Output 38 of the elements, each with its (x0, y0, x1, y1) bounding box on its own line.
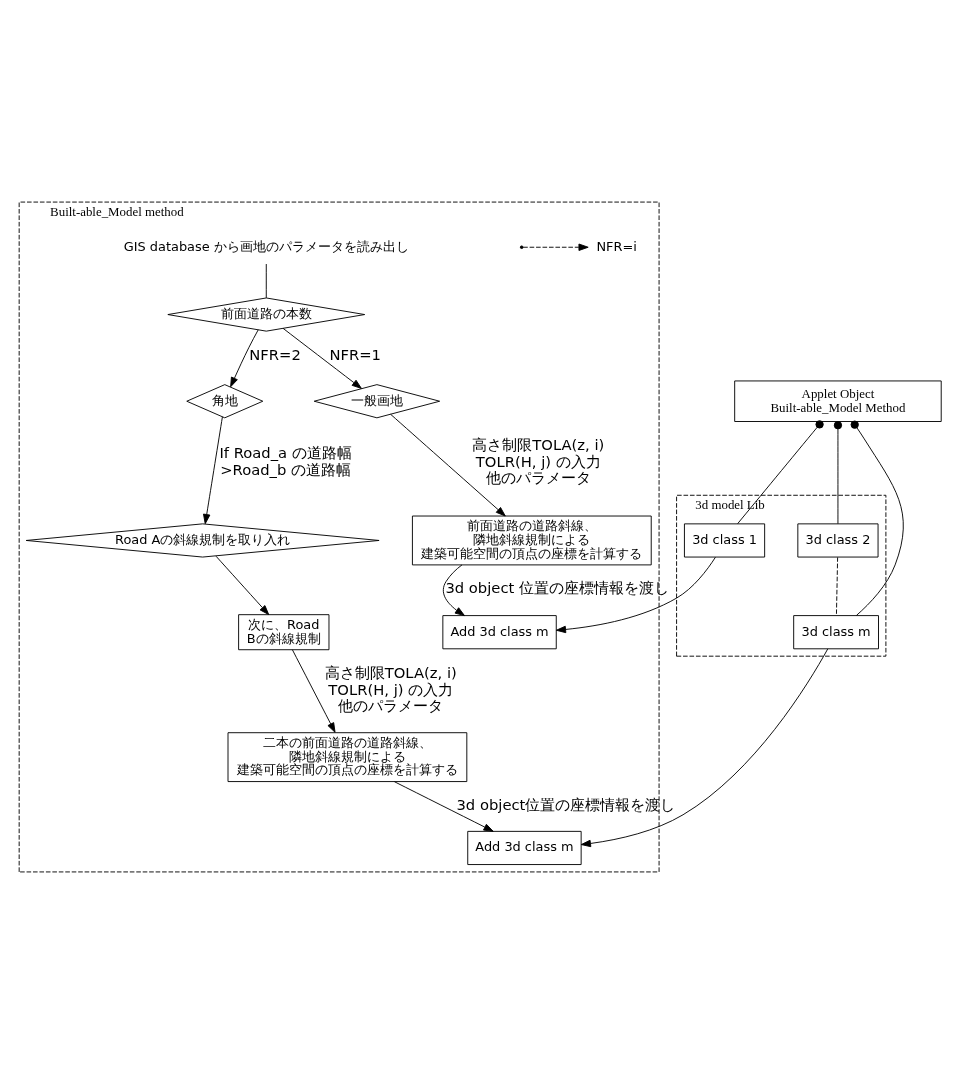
node-diamond: Road Aの斜線規制を取り入れ (25, 522, 380, 557)
node-box: 二本の前面道路の道路斜線、隣地斜線規制による建築可能空間の頂点の座標を計算する (227, 731, 468, 782)
edge-label: NFR=2 (249, 345, 301, 363)
arrow (291, 648, 336, 733)
connector (833, 420, 843, 524)
arrow (555, 556, 716, 633)
edge-label: NFR=1 (329, 345, 382, 363)
edge-label: 3d object 位置の座標情報を渡し (445, 578, 669, 596)
arrow (442, 563, 465, 616)
arrow (390, 413, 506, 516)
arrow (522, 243, 589, 251)
connector (835, 556, 839, 616)
node-text: GIS database から画地のパラメータを読み出し (123, 238, 409, 254)
arrow (215, 555, 270, 615)
node-box: Add 3d class m (442, 614, 557, 649)
arrow (230, 328, 259, 387)
edge-label: 高さ制限TOLA(z, i) TOLR(H, j) の入力他のパラメータ (324, 663, 457, 714)
node-diamond: 一般画地 (313, 383, 441, 418)
node-box: 次に、Road Bの斜線規制 (238, 613, 330, 650)
node-box: Applet Object Built-able_Model Method (734, 380, 942, 422)
connector (850, 420, 904, 616)
edge-label: 3d object位置の座標情報を渡し (456, 795, 676, 813)
arrow (393, 780, 494, 832)
edge-label: If Road_a の道路幅 >Road_b の道路幅 (219, 443, 352, 478)
node-text: NFR=i (596, 238, 637, 254)
edge-label: 高さ制限TOLA(z, i) TOLR(H, j) の入力他のパラメータ (472, 435, 605, 486)
node-box: 3d class 1 (683, 522, 766, 557)
node-box: 3d class 2 (797, 522, 879, 557)
node-box: 前面道路の道路斜線、隣地斜線規制による建築可能空間の頂点の座標を計算する (411, 515, 652, 565)
node-diamond: 角地 (186, 383, 264, 418)
arrow (580, 647, 829, 847)
connector (265, 263, 267, 298)
node-box: 3d class m (793, 614, 879, 649)
node-diamond: 前面道路の本数 (167, 297, 366, 332)
node-box: Add 3d class m (467, 830, 582, 865)
arrow (282, 327, 362, 389)
connector (737, 419, 824, 524)
arrow (203, 415, 223, 524)
